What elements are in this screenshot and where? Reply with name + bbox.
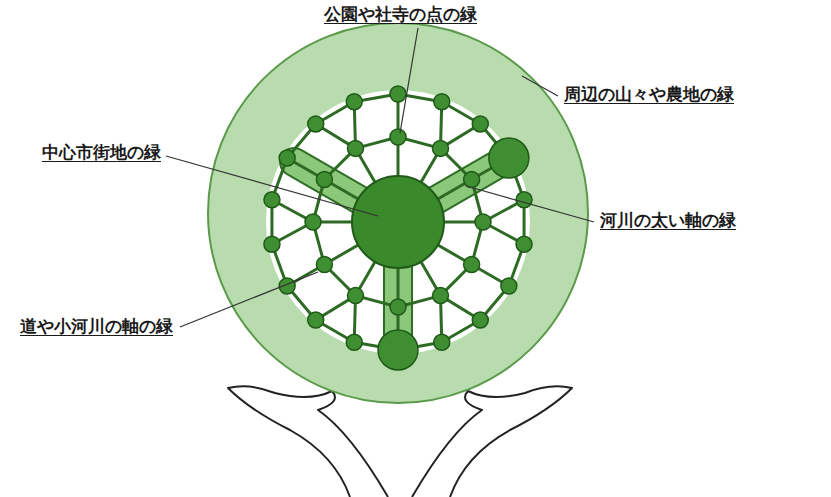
green-point bbox=[346, 94, 362, 110]
green-point bbox=[464, 257, 480, 273]
green-point bbox=[472, 312, 488, 328]
green-point bbox=[279, 150, 295, 166]
green-point bbox=[433, 288, 449, 304]
green-point bbox=[348, 288, 364, 304]
green-point bbox=[308, 312, 324, 328]
green-point bbox=[516, 236, 532, 252]
green-network bbox=[264, 86, 532, 370]
green-point bbox=[390, 86, 406, 102]
leader-line bbox=[400, 28, 418, 133]
leader-line bbox=[180, 272, 318, 327]
green-point bbox=[308, 116, 324, 132]
green-point bbox=[434, 94, 450, 110]
callout-label: 河川の太い軸の緑 bbox=[598, 210, 738, 230]
leader-line bbox=[466, 186, 594, 222]
web-ground bbox=[266, 90, 530, 354]
green-point bbox=[390, 299, 406, 315]
outer-green-circle bbox=[208, 23, 588, 403]
leader-lines bbox=[166, 28, 594, 327]
green-point bbox=[390, 129, 406, 145]
green-point bbox=[501, 278, 517, 294]
green-point bbox=[346, 334, 362, 350]
green-point bbox=[305, 214, 321, 230]
green-point bbox=[348, 140, 364, 156]
central-green bbox=[352, 176, 444, 268]
green-point bbox=[475, 214, 491, 230]
large-green-point bbox=[489, 138, 529, 178]
green-point bbox=[316, 172, 332, 188]
right-hand bbox=[412, 386, 572, 497]
green-point bbox=[264, 192, 280, 208]
callout-label: 公園や社寺の点の緑 bbox=[322, 4, 479, 24]
leader-line bbox=[166, 156, 378, 216]
callout-label: 中心市街地の緑 bbox=[40, 142, 163, 162]
green-point bbox=[433, 140, 449, 156]
large-green-point bbox=[378, 330, 418, 370]
green-point bbox=[516, 192, 532, 208]
green-point bbox=[434, 334, 450, 350]
green-point bbox=[464, 172, 480, 188]
leader-line bbox=[522, 76, 558, 96]
callout-label: 道や小河川の軸の緑 bbox=[18, 316, 175, 336]
callout-label: 周辺の山々や農地の緑 bbox=[562, 84, 736, 104]
green-point bbox=[264, 236, 280, 252]
green-point bbox=[472, 116, 488, 132]
green-point bbox=[316, 257, 332, 273]
left-hand bbox=[228, 386, 388, 497]
